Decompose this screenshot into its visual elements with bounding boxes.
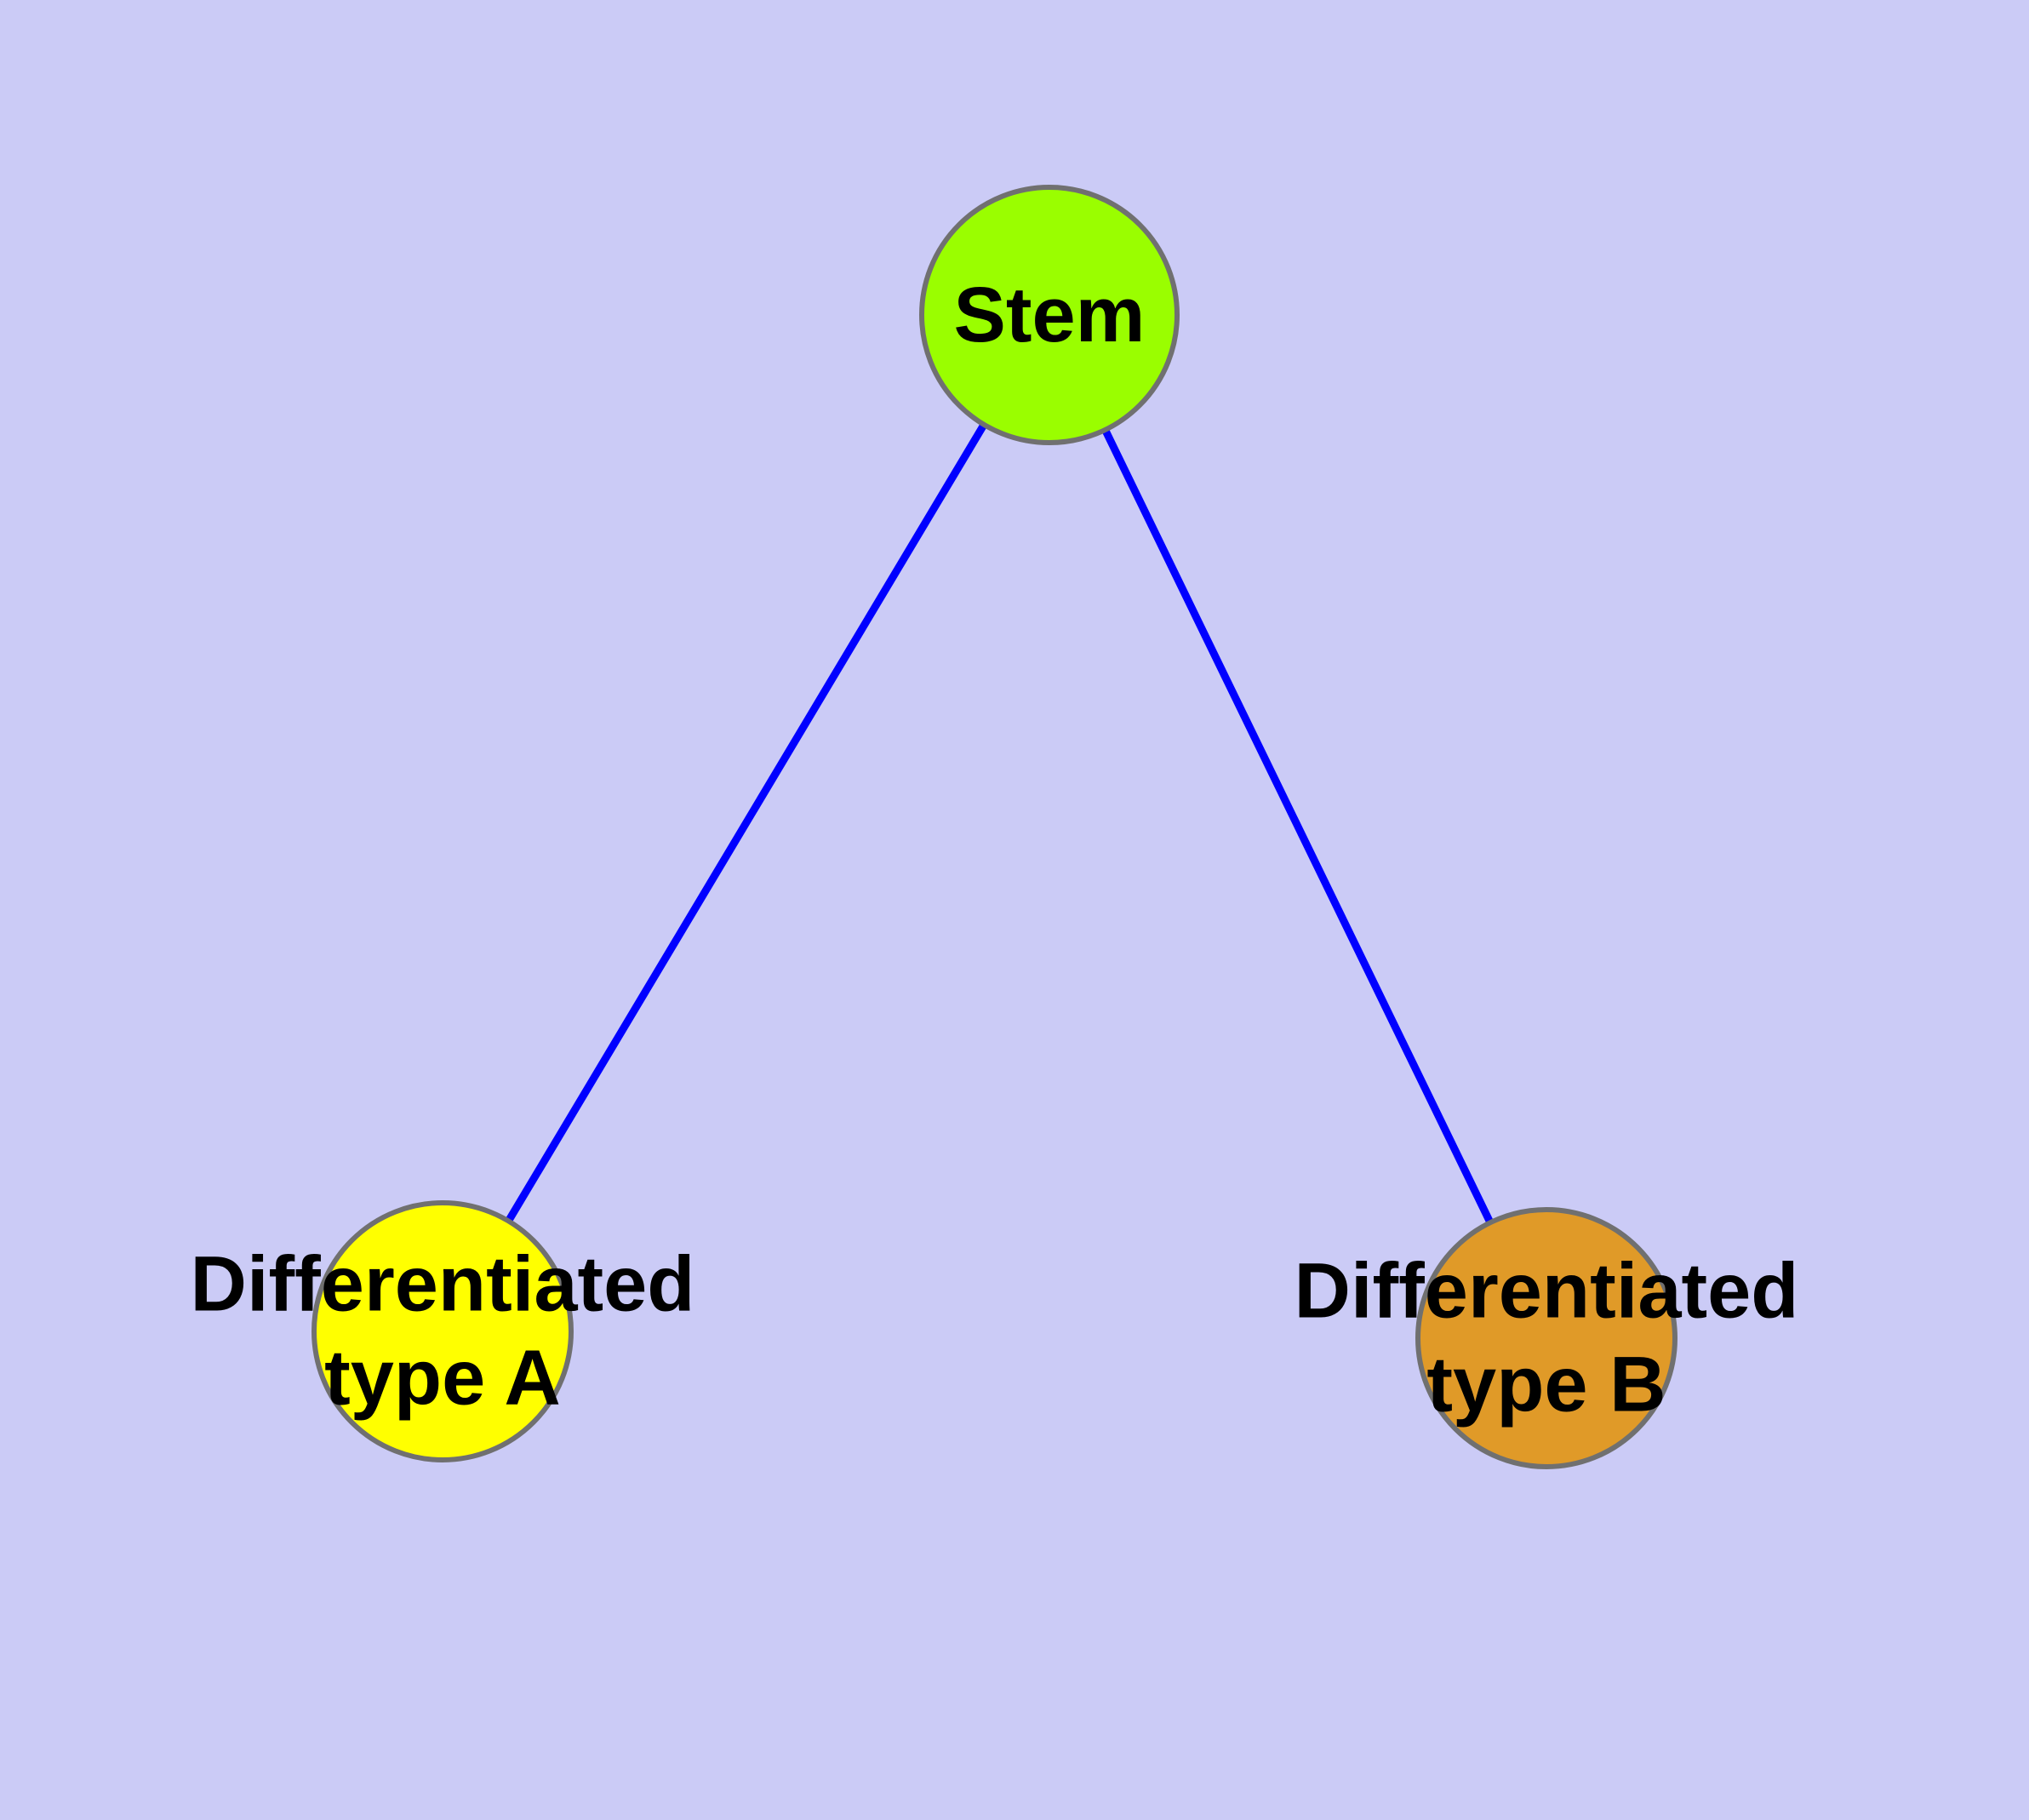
node-differentiated-type-b-label: Differentiated type B (1295, 1245, 1799, 1433)
node-differentiated-type-a-label-line2: type A (324, 1335, 561, 1422)
node-differentiated-type-a-label-line1: Differentiated (190, 1240, 695, 1328)
node-differentiated-type-b-label-line1: Differentiated (1294, 1247, 1799, 1335)
node-stem-label-line1: Stem (953, 271, 1146, 358)
node-stem-label: Stem (954, 268, 1146, 362)
edge-stem-to-type-b (1045, 311, 1551, 1342)
node-differentiated-type-b-circle (1415, 1207, 1677, 1469)
node-stem-circle (919, 185, 1180, 445)
edge-stem-to-type-a (438, 311, 1054, 1336)
node-differentiated-type-b-label-line2: type B (1426, 1342, 1666, 1428)
node-differentiated-type-a-label: Differentiated type A (191, 1238, 695, 1426)
node-differentiated-type-a-circle (311, 1200, 574, 1462)
